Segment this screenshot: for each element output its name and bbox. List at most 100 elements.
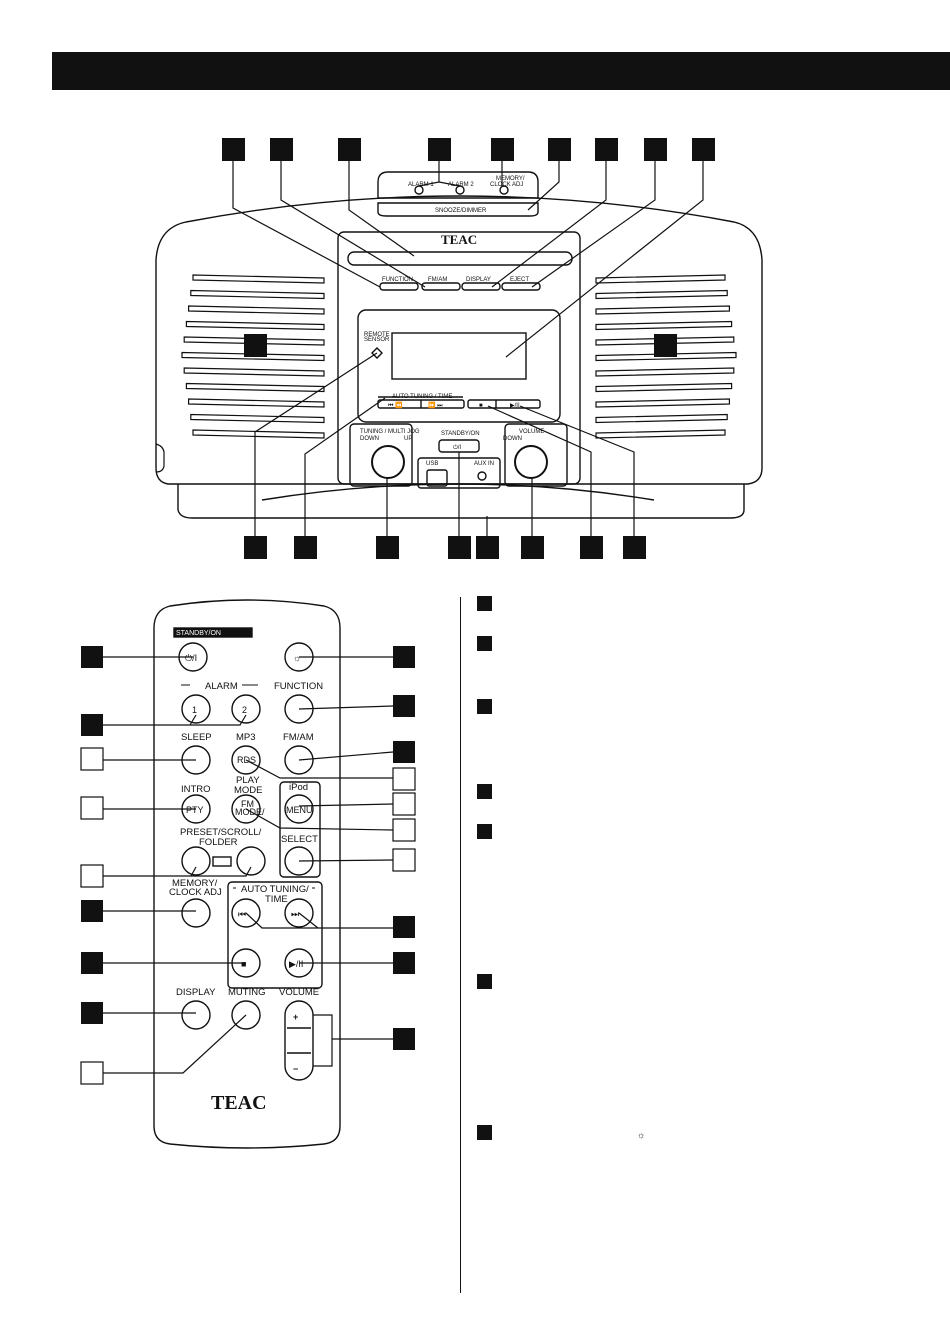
remote-standby-label: STANDBY/ON	[176, 630, 221, 637]
remote-callouts	[80, 646, 416, 1085]
standby-symbol: ⏻/I	[453, 444, 461, 451]
remote-display-button[interactable]	[181, 1000, 211, 1030]
remote-muting-button[interactable]	[231, 1000, 261, 1030]
remote-memory-label-1: MEMORY/	[172, 878, 218, 889]
memory-label: MEMORY/	[496, 176, 525, 182]
remote-sensor	[371, 347, 383, 359]
unit-base	[177, 484, 745, 519]
cd-slot	[347, 251, 573, 266]
remote-fm-mode-button[interactable]	[231, 794, 261, 824]
remote-brand-logo: TEAC	[211, 1092, 267, 1114]
remote-display-label: DISPLAY	[176, 987, 216, 998]
left-speaker-grille	[181, 274, 325, 439]
eject-label: EJECT	[510, 277, 529, 283]
grille-slot	[595, 305, 730, 315]
remote-skip-next-button[interactable]	[284, 898, 314, 928]
remote-auto-tuning-label-1: AUTO TUNING/	[241, 884, 309, 895]
remote-preset-label-1: PRESET/SCROLL/	[180, 827, 262, 838]
volume-label: VOLUME	[519, 429, 544, 435]
grille-slot	[190, 413, 325, 424]
unit-leader-lines	[232, 161, 704, 536]
memory-button[interactable]	[499, 185, 509, 195]
unit-callouts	[222, 138, 715, 559]
tuning-knob-label: TUNING / MULTI JOG	[360, 429, 420, 435]
remote-fm-am-label: FM/AM	[283, 732, 314, 743]
snooze-bar[interactable]	[377, 202, 539, 217]
grille-slot	[595, 367, 735, 377]
description-dimmer-icon: ☼	[637, 1130, 645, 1140]
section-header-bar	[52, 52, 950, 90]
aux-in-label: AUX IN	[474, 461, 494, 467]
snooze-label: SNOOZE/DIMMER	[435, 208, 487, 214]
tuning-knob-well	[349, 423, 413, 487]
grille-slot	[595, 351, 737, 362]
grille-slot	[183, 336, 325, 346]
remote-preset-down-button[interactable]	[181, 846, 211, 876]
standby-label: STANDBY/ON	[441, 431, 480, 437]
remote-play-mode-label-2: MODE	[234, 785, 263, 796]
volume-knob[interactable]	[514, 445, 548, 479]
remote-fm-mode-label-1: FM	[241, 799, 254, 809]
remote-alarm1-button[interactable]	[181, 694, 211, 724]
usb-port[interactable]	[426, 469, 448, 487]
remote-play-pause-icon: ▶/II	[289, 959, 303, 969]
remote-skip-prev-button[interactable]	[231, 898, 261, 928]
aux-in-jack[interactable]	[477, 471, 487, 481]
remote-function-label: FUNCTION	[274, 681, 323, 692]
grille-slot	[595, 398, 730, 408]
grille-slot	[595, 320, 733, 331]
remote-labels: STANDBY/ON ⏻/I ☼ ALARM 1 2 FUNCTION SLEE…	[169, 630, 323, 1114]
usb-label: USB	[426, 461, 438, 467]
remote-vol-down-label: −	[293, 1064, 298, 1074]
grille-slot	[188, 305, 325, 315]
grille-slot	[185, 320, 325, 331]
remote-rds-button[interactable]	[231, 745, 261, 775]
remote-body	[153, 599, 341, 1149]
grille-slot	[192, 429, 325, 439]
remote-volume-rocker[interactable]	[284, 1000, 314, 1081]
remote-muting-label: MUTING	[228, 987, 265, 998]
unit-body	[155, 195, 763, 485]
description-bullets	[477, 596, 492, 1140]
grille-slot	[192, 274, 325, 284]
transport-group-frame	[227, 881, 323, 989]
remote-preset-up-button[interactable]	[236, 846, 266, 876]
remote-skip-next-icon: ⏭	[291, 909, 299, 919]
tuning-knob[interactable]	[371, 445, 405, 479]
remote-fm-am-button[interactable]	[284, 745, 314, 775]
grille-slot	[595, 336, 735, 346]
remote-ipod-label: iPod	[289, 782, 308, 793]
display-button[interactable]	[461, 282, 501, 291]
volume-down-label: DOWN	[503, 436, 522, 442]
grille-slot	[181, 351, 325, 362]
transport-stop-play-bar[interactable]	[467, 399, 541, 409]
remote-intro-label: INTRO	[181, 784, 211, 795]
auto-tuning-label: AUTO TUNING / TIME	[392, 394, 452, 400]
remote-memory-button[interactable]	[181, 898, 211, 928]
right-speaker-grille	[595, 274, 737, 439]
column-divider	[460, 597, 461, 1293]
remote-stop-icon: ■	[241, 959, 246, 969]
fm-am-button[interactable]	[421, 282, 461, 291]
grille-slot	[595, 429, 726, 439]
eject-button[interactable]	[501, 282, 541, 291]
grille-slot	[595, 413, 728, 424]
ipod-group-frame	[279, 781, 321, 878]
function-button[interactable]	[379, 282, 419, 291]
remote-sleep-label: SLEEP	[181, 732, 212, 743]
remote-pty-label: PTY	[186, 805, 204, 815]
remote-dimmer-icon: ☼	[293, 653, 301, 663]
stop-label: ■	[479, 403, 483, 409]
remote-menu-button[interactable]	[284, 794, 314, 824]
remote-sensor-label-2: SENSOR	[364, 337, 390, 343]
function-label: FUNCTION	[382, 277, 413, 283]
remote-sensor-label-1: REMOTE	[364, 332, 390, 338]
grille-slot	[595, 382, 733, 393]
remote-alarm2-button[interactable]	[231, 694, 261, 724]
fm-am-label: FM/AM	[428, 277, 447, 283]
play-pause-label: ▶/II	[510, 403, 520, 409]
base-curve	[261, 483, 655, 501]
remote-volume-label: VOLUME	[279, 987, 319, 998]
remote-standby-symbol: ⏻/I	[185, 653, 197, 663]
preset-indicator	[212, 856, 232, 867]
